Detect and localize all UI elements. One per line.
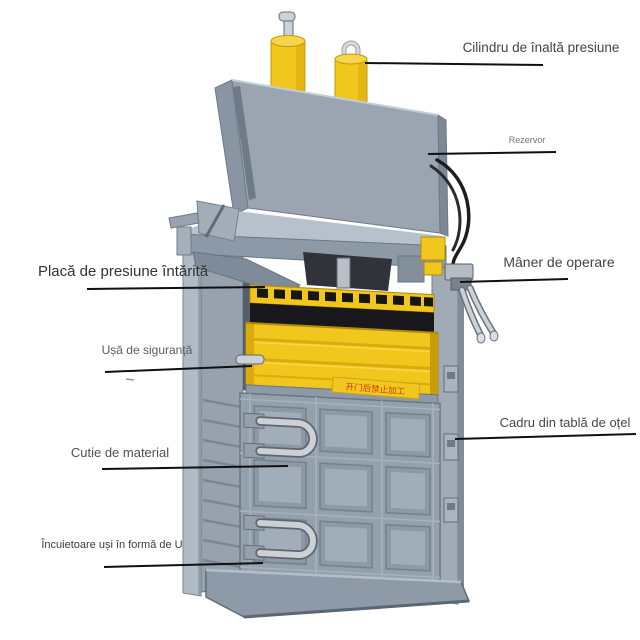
control-valve-boxes <box>420 236 446 276</box>
material-box-door <box>239 392 441 585</box>
door-panel-grid <box>253 404 431 572</box>
oil-reservoir-tank <box>214 79 449 237</box>
plate-vent-slots <box>257 288 433 307</box>
annotation-u-shaped-door-lock: Încuietoare uși în formă de U <box>41 539 183 551</box>
annotation-high-pressure-cylinder: Cilindru de înaltă presiune <box>462 40 620 55</box>
side-slats <box>202 398 242 569</box>
base-plinth <box>205 568 471 619</box>
leader-line-operating-handle <box>459 278 569 283</box>
door-hinges <box>443 365 459 523</box>
annotation-pressure-plate: Placă de presiune întărită <box>37 263 209 280</box>
press-ram <box>192 251 425 297</box>
operating-handle <box>444 263 499 344</box>
annotation-operating-handle: Mâner de operare <box>503 254 615 270</box>
hydraulic-cylinder-right <box>334 40 368 105</box>
leader-line-steel-frame <box>454 433 637 440</box>
leader-line-safety-door <box>104 365 253 373</box>
leader-line-pressure-plate <box>86 286 266 290</box>
annotation-steel-sheet-frame: Cadru din tablă de oțel <box>499 415 631 430</box>
stray-mark <box>125 378 135 381</box>
pressure-plate <box>249 284 435 314</box>
annotation-material-box: Cutie de material <box>70 445 170 460</box>
hydraulic-hoses <box>429 158 471 272</box>
safety-door <box>245 321 439 396</box>
hydraulic-cylinder-left <box>270 11 306 93</box>
leader-line-u-lock <box>103 562 264 568</box>
u-lock-bottom <box>243 514 318 561</box>
annotation-reservoir: Rezervor <box>508 135 546 145</box>
leader-line-reservoir <box>427 151 557 155</box>
warning-sticker: 开门后禁止加工 <box>331 376 421 400</box>
u-lock-top <box>243 412 318 459</box>
annotation-safety-door: Ușă de siguranță <box>101 343 193 357</box>
frame-column-left <box>182 246 250 597</box>
leader-lines <box>86 62 637 568</box>
warning-sticker-text: 开门后禁止加工 <box>345 382 406 398</box>
door-latch-pin <box>235 354 265 365</box>
leader-line-material-box <box>101 465 289 470</box>
leader-line-high-pressure-cylinder <box>364 62 544 66</box>
